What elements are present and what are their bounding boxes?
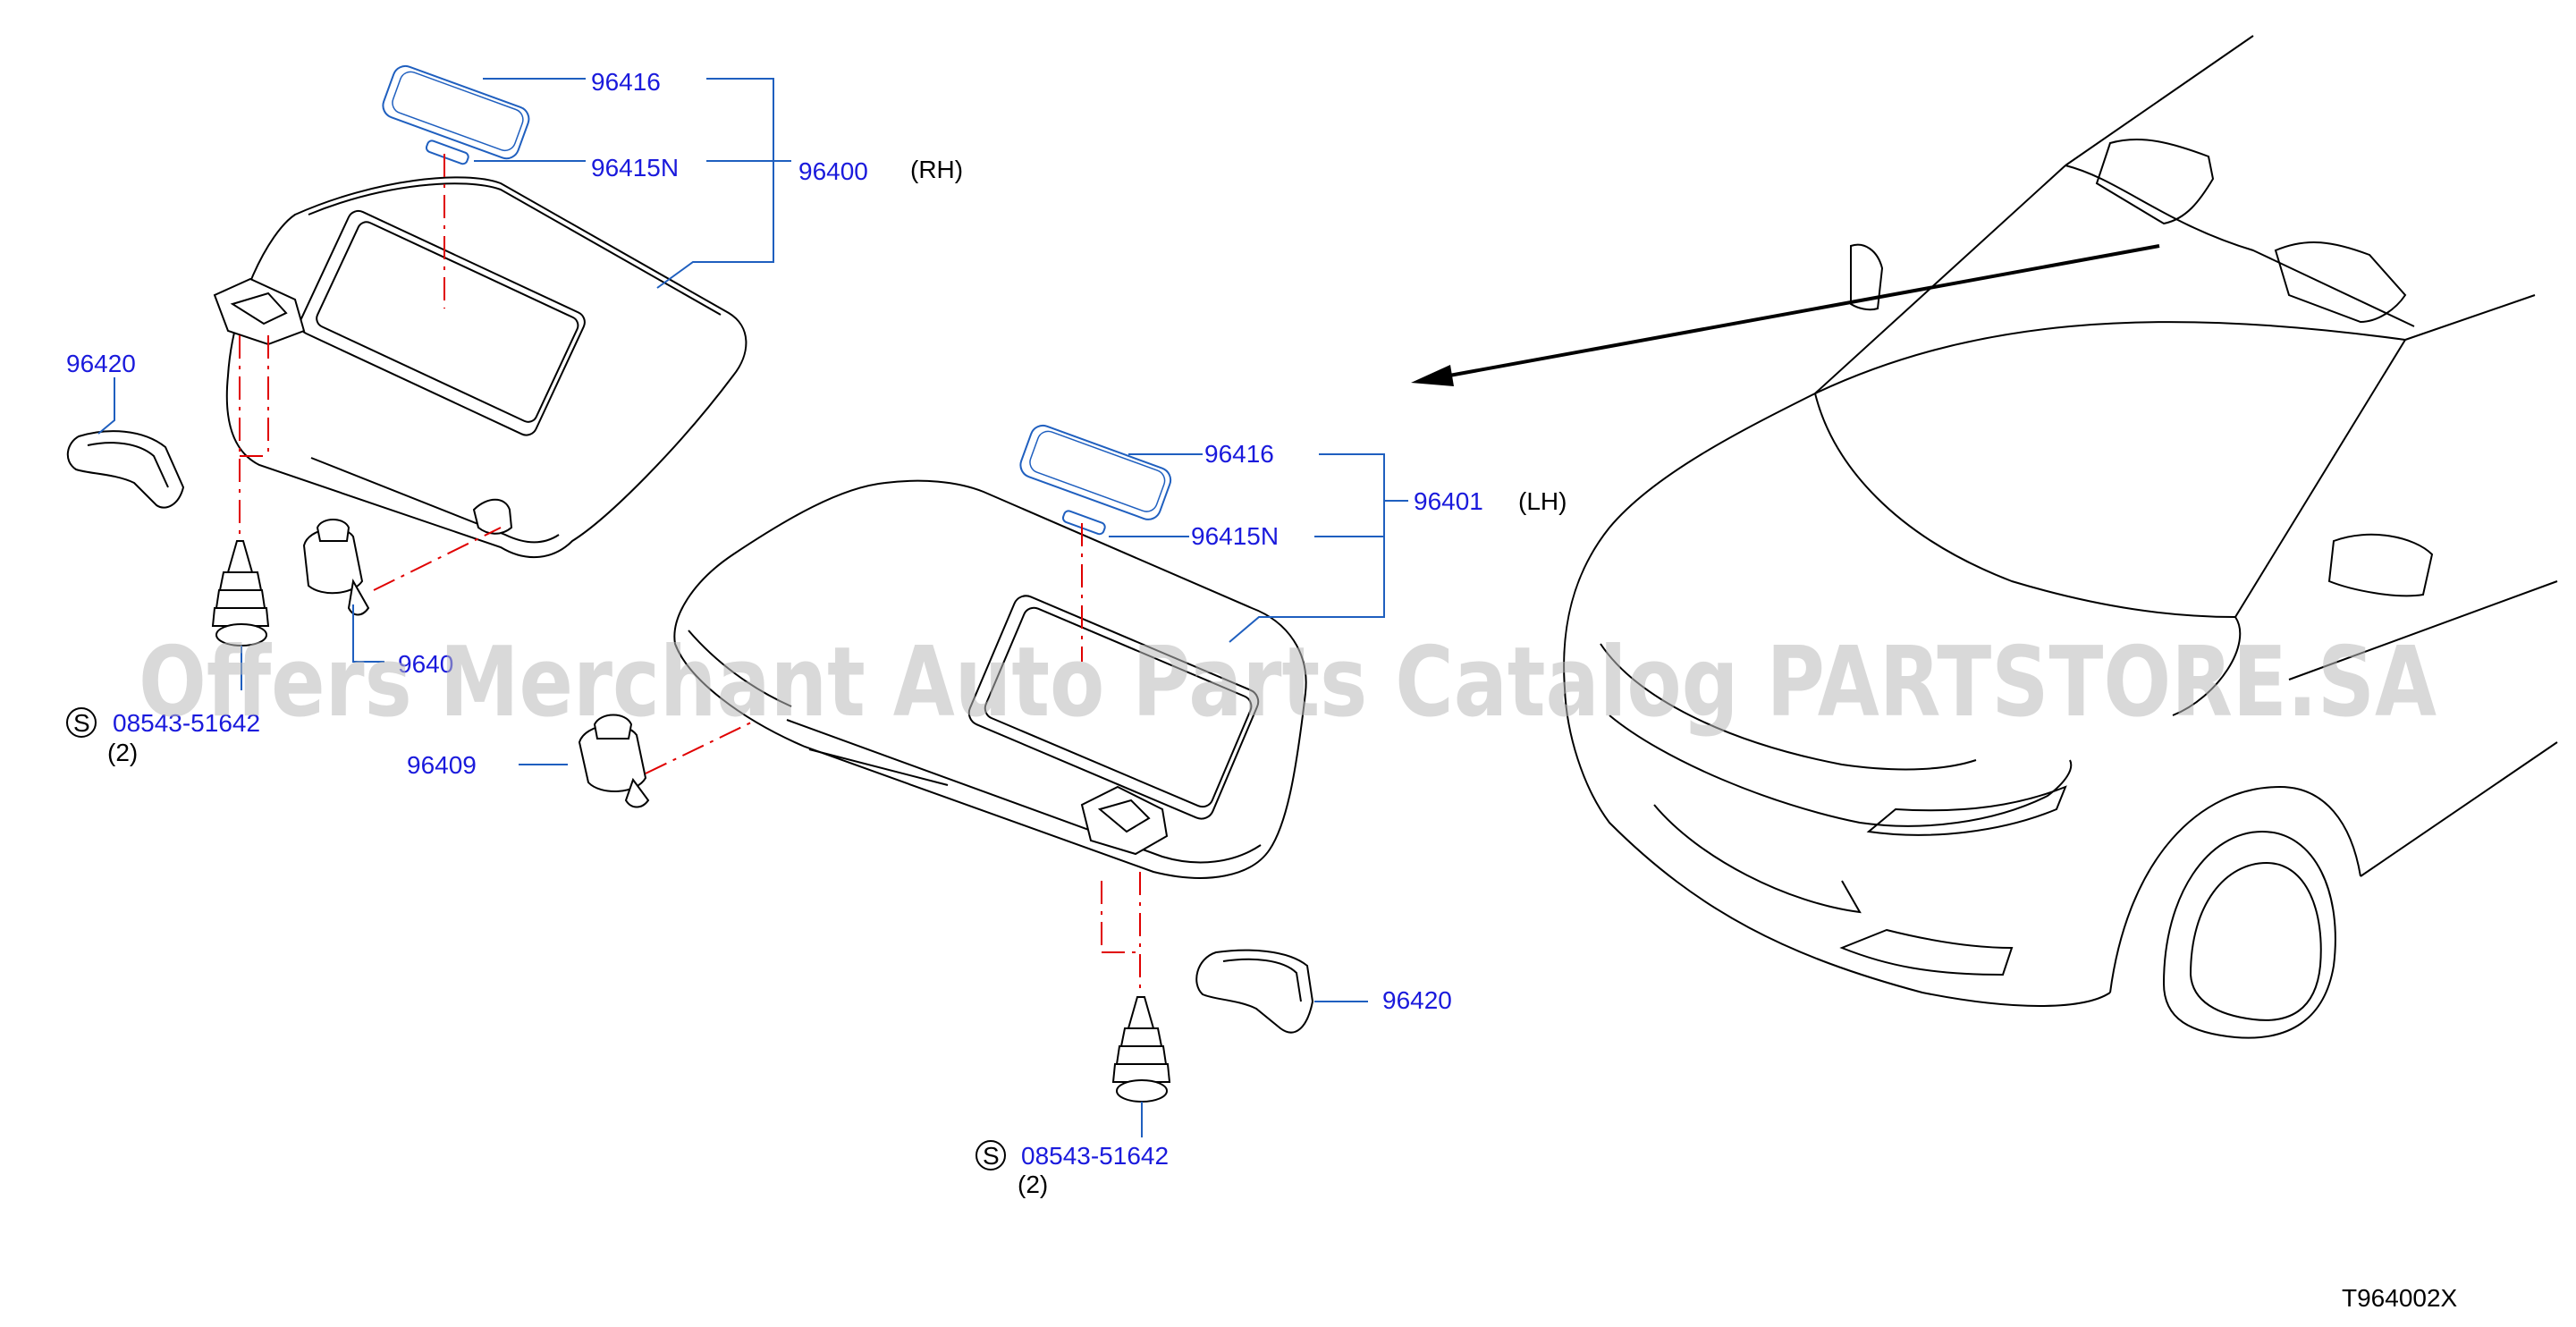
rh-standard-part-symbol: S [73, 709, 90, 737]
lh-sun-visor [673, 479, 1307, 879]
figure-code: T964002X [2342, 1284, 2458, 1312]
callout-lh-holder: 96409 [407, 751, 477, 779]
vehicle-outline [1563, 35, 2558, 1039]
callout-lh-cover: 96420 [1382, 986, 1452, 1014]
callout-rh-screw-qty: (2) [107, 739, 138, 766]
callout-lh-screw: 08543-51642 [1021, 1142, 1169, 1170]
rh-bulb [425, 139, 469, 165]
lh-standard-part-symbol-icon [976, 1140, 1006, 1171]
lh-standard-part-symbol: S [983, 1142, 1000, 1170]
rh-lens [382, 64, 530, 160]
callout-rh-cover: 96420 [66, 350, 136, 377]
callout-rh-holder: 9640 [398, 650, 453, 678]
callout-lh-lens: 96416 [1204, 440, 1274, 468]
lh-screw [1111, 996, 1171, 1103]
callout-rh-screw: 08543-51642 [113, 709, 260, 737]
callout-lh-assembly: 96401 [1414, 487, 1483, 515]
callout-lh-screw-qty: (2) [1018, 1171, 1048, 1198]
callout-rh-bulb: 96415N [591, 154, 679, 182]
callout-lh-bulb: 96415N [1191, 522, 1279, 550]
lh-lens [1019, 424, 1172, 520]
rh-screw [211, 540, 270, 647]
lh-holder [578, 714, 650, 808]
lh-cover [1195, 949, 1314, 1034]
location-arrow [1439, 244, 2160, 379]
callout-rh-lens: 96416 [591, 68, 661, 96]
rh-cover [66, 430, 185, 509]
rh-sun-visor [213, 176, 747, 559]
arrow-head-icon [1411, 365, 1454, 386]
callout-rh-assembly: 96400 [798, 157, 868, 185]
rh-standard-part-symbol-icon [66, 707, 97, 738]
callout-rh-side: (RH) [910, 156, 963, 183]
callout-lh-side: (LH) [1518, 487, 1567, 515]
watermark: Offers Merchant Auto Parts Catalog PARTS… [139, 627, 2437, 739]
rh-holder [302, 519, 370, 616]
